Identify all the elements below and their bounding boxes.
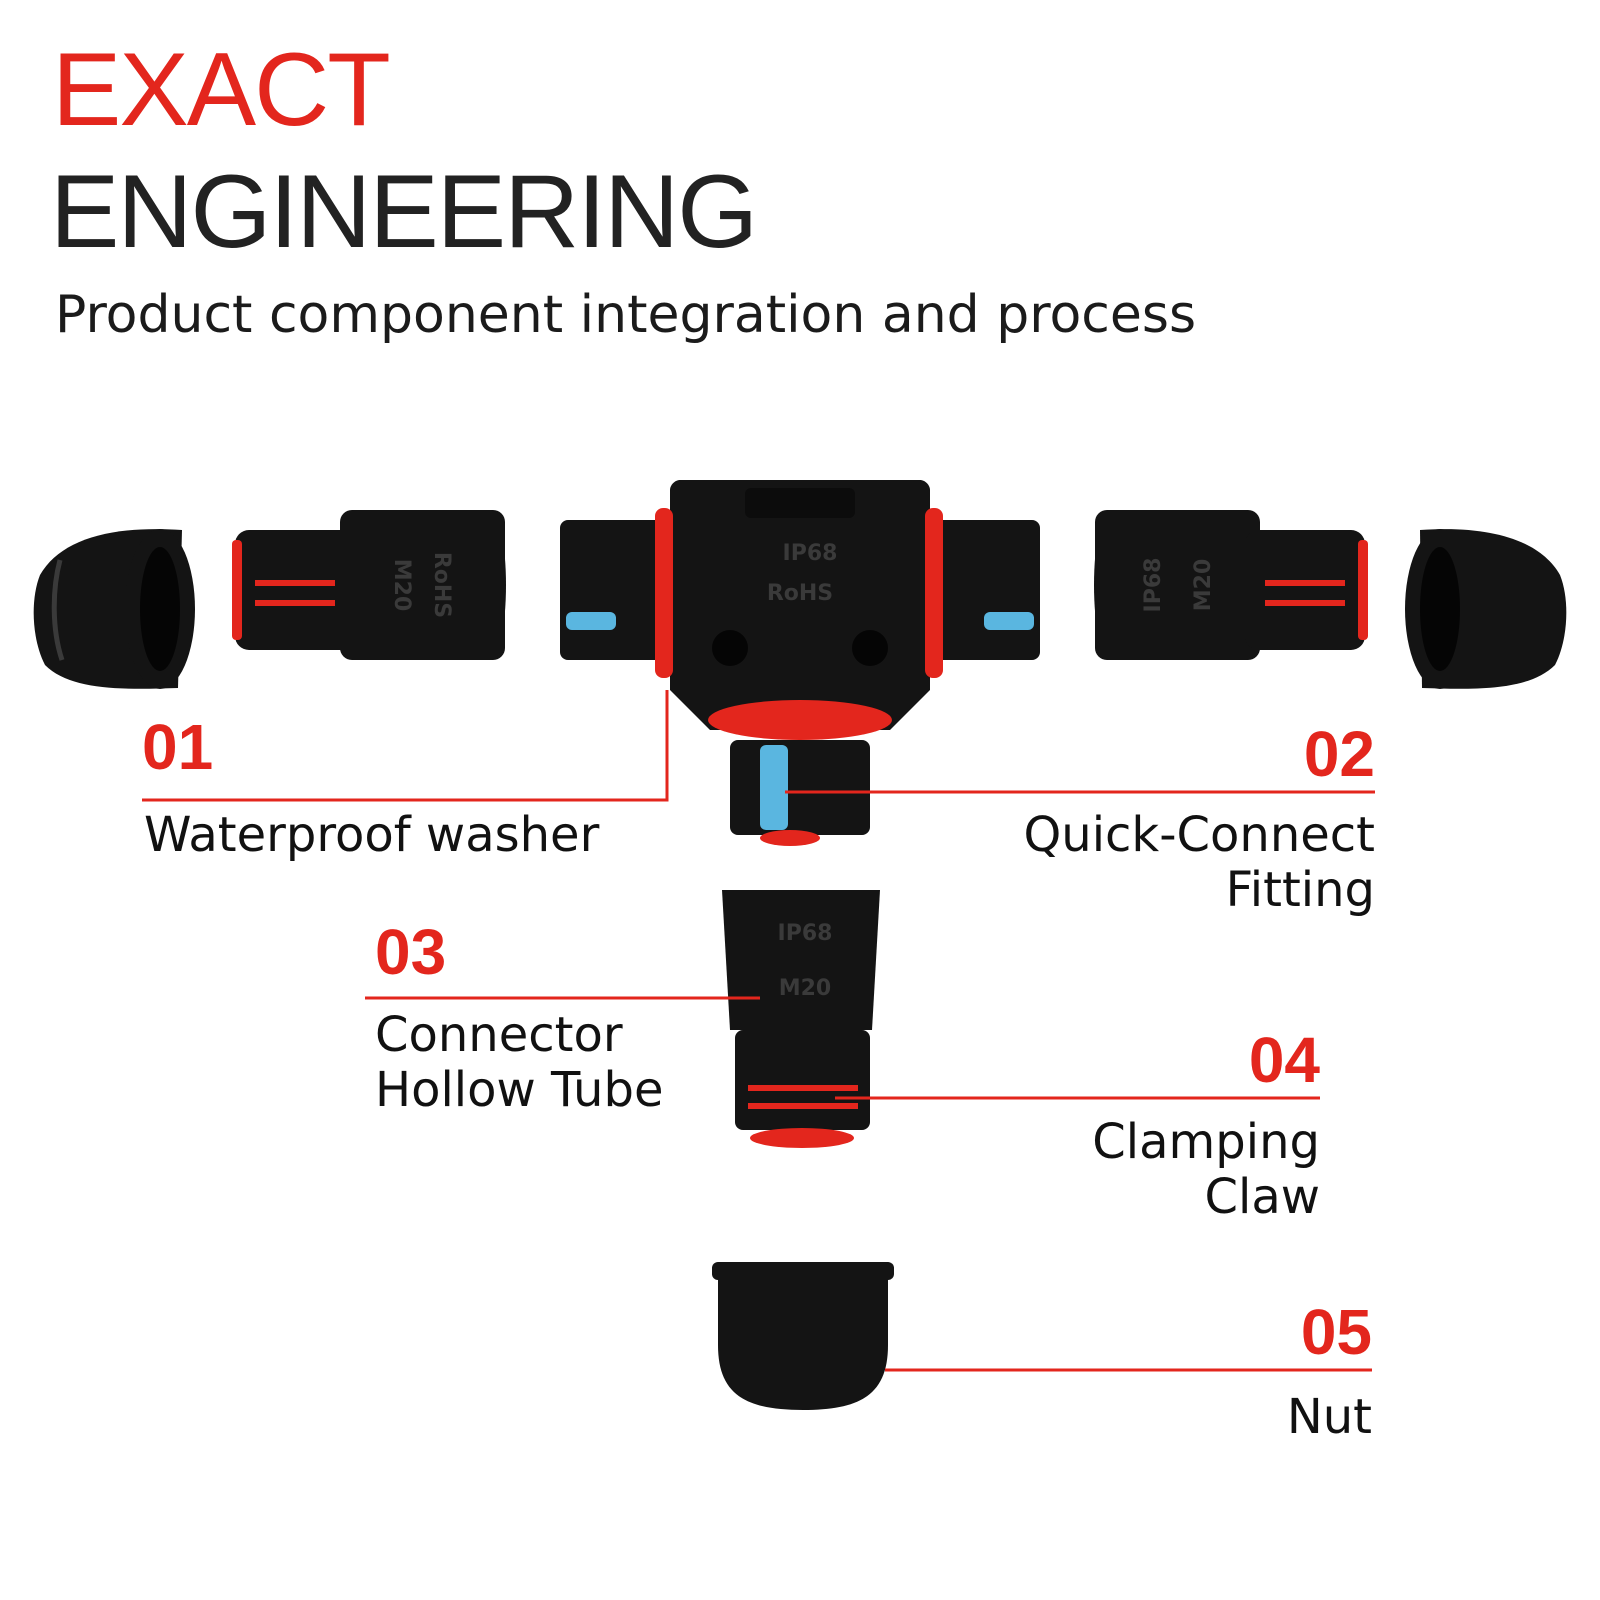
heading-exact: EXACT xyxy=(52,32,391,148)
left-tube-marking: M20 RoHS xyxy=(389,552,454,618)
callout-01-number: 01 xyxy=(142,711,214,783)
bottom-tube-marking: IP68 M20 xyxy=(778,921,833,1001)
callout-01-label: Waterproof washer xyxy=(144,807,600,863)
bottom-gasket xyxy=(708,700,892,740)
callout-04-number: 04 xyxy=(1248,1024,1320,1096)
svg-text:M20: M20 xyxy=(779,976,832,1001)
leader-lines xyxy=(142,690,1375,1372)
callout-04-label: Clamping Claw xyxy=(1092,1114,1320,1226)
svg-text:IP68: IP68 xyxy=(783,541,838,566)
callout-05-number: 05 xyxy=(1300,1296,1372,1368)
left-end-nut xyxy=(33,529,195,689)
bottom-tube-claw: IP68 M20 xyxy=(722,890,880,1148)
svg-text:IP68: IP68 xyxy=(1141,558,1166,613)
t-body: IP68 RoHS xyxy=(560,480,1040,846)
callout-03-label-line2: Hollow Tube xyxy=(375,1062,664,1119)
t-body-marking: IP68 RoHS xyxy=(767,541,838,606)
callout-02-label-line2: Fitting xyxy=(1225,862,1375,919)
svg-text:M20: M20 xyxy=(1191,559,1216,612)
bottom-nut xyxy=(712,1262,894,1410)
subtitle: Product component integration and proces… xyxy=(55,285,1197,345)
left-gasket xyxy=(655,508,673,678)
heading-engineering: ENGINEERING xyxy=(50,154,758,270)
callout-02-label: Quick-Connect Fitting xyxy=(1023,807,1375,919)
callout-02-label-line1: Quick-Connect xyxy=(1023,807,1375,863)
right-tube-marking: IP68 M20 xyxy=(1141,558,1216,613)
callout-03-number: 03 xyxy=(375,916,447,988)
svg-text:M20: M20 xyxy=(389,559,414,612)
left-clip xyxy=(566,612,616,630)
left-tube-claw: M20 RoHS xyxy=(232,510,506,660)
right-clip xyxy=(984,612,1034,630)
leader-01 xyxy=(142,690,669,802)
callout-05-label: Nut xyxy=(1286,1389,1372,1445)
right-tube-claw: IP68 M20 xyxy=(1094,510,1368,660)
right-end-nut xyxy=(1405,529,1567,689)
callout-02-number: 02 xyxy=(1303,718,1375,790)
callout-04-label-line2: Claw xyxy=(1204,1169,1320,1226)
callout-04-label-line1: Clamping xyxy=(1092,1114,1320,1170)
bottom-clip xyxy=(760,745,788,830)
right-gasket xyxy=(925,508,943,678)
callout-03-label: Connector Hollow Tube xyxy=(375,1007,664,1119)
callout-03-label-line1: Connector xyxy=(375,1007,623,1063)
svg-text:IP68: IP68 xyxy=(778,921,833,946)
svg-text:RoHS: RoHS xyxy=(429,552,454,618)
svg-text:RoHS: RoHS xyxy=(767,581,833,606)
